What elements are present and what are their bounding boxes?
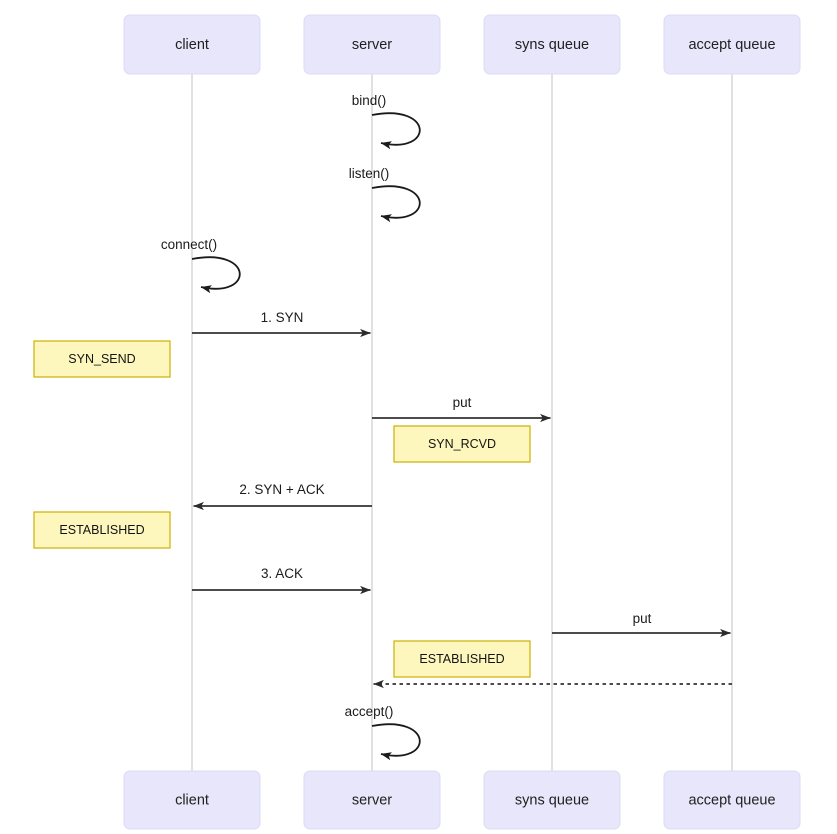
actor-header-accept_queue[interactable]: accept queue: [663, 14, 801, 75]
message-synack[interactable]: 2. SYN + ACK: [193, 482, 373, 511]
message-put2[interactable]: put: [552, 611, 731, 638]
actor-label-client: client: [175, 792, 209, 808]
message-bind[interactable]: bind(): [352, 93, 421, 150]
self-loop-bind: [371, 112, 421, 150]
actor-box-client: [123, 14, 261, 75]
note-established-server-box: [393, 640, 531, 678]
message-label-bind: bind(): [352, 93, 387, 108]
self-loop-listen: [371, 185, 421, 223]
self-loop-connect: [191, 256, 241, 294]
actor-header-client[interactable]: client: [123, 14, 261, 75]
actor-label-client: client: [175, 37, 209, 53]
message-connect[interactable]: connect(): [161, 237, 241, 294]
note-syn-send-box: [33, 340, 171, 378]
note-syn-rcvd-label: SYN_RCVD: [428, 437, 496, 451]
note-syn-send[interactable]: SYN_SEND: [33, 340, 171, 378]
message-label-accept: accept(): [345, 704, 394, 719]
actor-footer-syns_queue[interactable]: syns queue: [483, 770, 621, 830]
actor-label-server: server: [352, 792, 392, 808]
message-label-connect: connect(): [161, 237, 217, 252]
note-established-server-label: ESTABLISHED: [419, 652, 504, 666]
actor-label-accept_queue: accept queue: [688, 37, 775, 53]
message-label-synack: 2. SYN + ACK: [239, 482, 324, 497]
actor-footer-accept_queue[interactable]: accept queue: [663, 770, 801, 830]
message-label-put2: put: [633, 611, 652, 626]
message-put1[interactable]: put: [372, 395, 551, 423]
message-accept[interactable]: accept(): [345, 704, 421, 761]
note-established-server[interactable]: ESTABLISHED: [393, 640, 531, 678]
note-established-client-label: ESTABLISHED: [59, 523, 144, 537]
actor-label-syns_queue: syns queue: [515, 37, 589, 53]
notes-group: SYN_SEND SYN_RCVD ESTABLISHED ESTABLISHED: [33, 340, 531, 678]
message-listen[interactable]: listen(): [349, 166, 421, 223]
note-established-client-box: [33, 511, 171, 549]
note-syn-rcvd-box: [393, 425, 531, 463]
actor-header-server[interactable]: server: [303, 14, 441, 75]
message-ack[interactable]: 3. ACK: [192, 566, 371, 595]
self-loop-accept: [371, 723, 421, 761]
note-syn-send-label: SYN_SEND: [68, 352, 135, 366]
actor-box-server: [303, 770, 441, 830]
message-label-listen: listen(): [349, 166, 390, 181]
message-label-ack: 3. ACK: [261, 566, 303, 581]
actor-footer-client[interactable]: client: [123, 770, 261, 830]
note-syn-rcvd[interactable]: SYN_RCVD: [393, 425, 531, 463]
lifelines-group: [191, 74, 733, 771]
actor-box-accept_queue: [663, 14, 801, 75]
actor-box-accept_queue: [663, 770, 801, 830]
actor-box-syns_queue: [483, 14, 621, 75]
note-established-client[interactable]: ESTABLISHED: [33, 511, 171, 549]
messages-group: bind() listen() connect() 1. SYN put 2. SYN +…: [161, 93, 732, 761]
actor-headers-group: client server syns queue accept queue: [123, 14, 801, 75]
actor-label-syns_queue: syns queue: [515, 792, 589, 808]
actor-box-client: [123, 770, 261, 830]
actor-label-accept_queue: accept queue: [688, 792, 775, 808]
actor-footers-group: client server syns queue accept queue: [123, 770, 801, 830]
message-syn[interactable]: 1. SYN: [192, 310, 371, 338]
actor-box-server: [303, 14, 441, 75]
actor-label-server: server: [352, 37, 392, 53]
message-label-put1: put: [453, 395, 472, 410]
message-label-syn: 1. SYN: [261, 310, 304, 325]
actor-header-syns_queue[interactable]: syns queue: [483, 14, 621, 75]
actor-footer-server[interactable]: server: [303, 770, 441, 830]
actor-box-syns_queue: [483, 770, 621, 830]
